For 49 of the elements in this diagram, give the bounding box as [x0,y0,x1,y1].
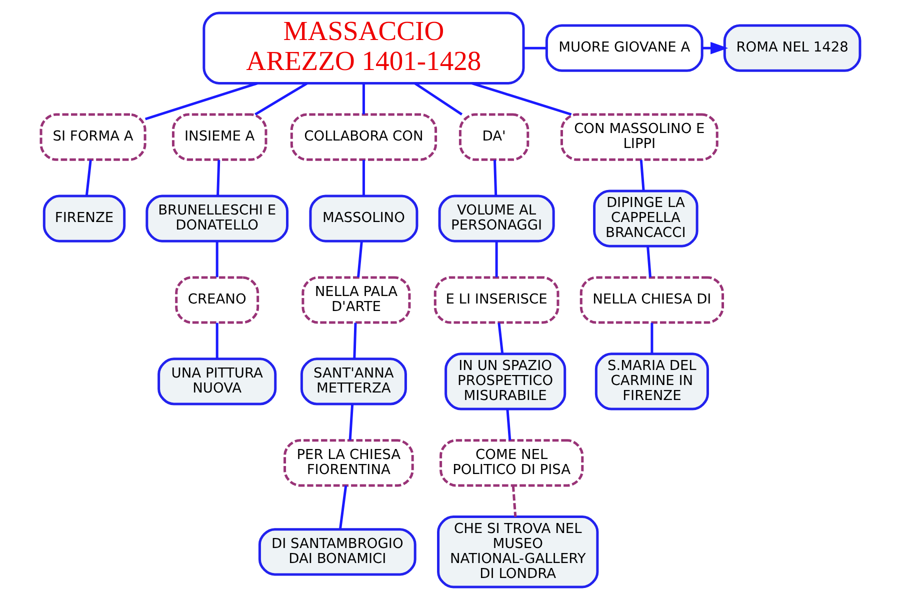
node-box: CON MASSOLINO E LIPPI [560,113,718,161]
node-box: DI SANTAMBROGIO DAI BONAMICI [258,528,416,576]
connector [494,241,498,278]
node-box: SANT'ANNA METTERZA [300,358,406,406]
connector [215,241,218,278]
connector [511,485,516,517]
node-box: COME NEL POLITICO DI PISA [439,439,584,487]
node-box: MASSOLINO [308,194,418,242]
node-box: PER LA CHIESA FIORENTINA [283,439,414,487]
connector [492,160,497,196]
arrow [702,42,728,54]
node-box: UNA PITTURA NUOVA [157,358,276,406]
connector [646,246,651,278]
connector [84,160,92,196]
node-box: NELLA PALA D'ARTE [301,276,410,324]
node-box: DA' [458,113,529,161]
connector [356,241,362,278]
node-box: VOLUME AL PERSONAGGI [438,194,554,242]
node-box: CREANO [174,276,259,324]
connector [362,160,364,196]
node-box: CHE SI TROVA NEL MUSEO NATIONAL-GALLERY DI LONDRA [436,516,598,588]
connector [362,84,364,114]
connector [650,322,653,354]
connector [639,160,644,191]
connector [506,409,511,440]
node-box: E LI INSERISCE [433,276,559,324]
connector [471,82,572,116]
node-box: INSIEME A [171,113,267,161]
connector [216,160,220,196]
node-box: MUORE GIOVANE A [544,24,703,72]
connector [338,485,347,530]
connector [352,322,356,359]
connector [497,322,504,354]
connector [254,82,308,116]
connector [215,322,218,359]
connector [348,404,354,440]
connector [144,82,258,120]
node-box: COLLABORA CON [290,113,437,161]
connector [414,82,462,116]
node-box: FIRENZE [42,194,126,242]
node-box: MASSACCIO AREZZO 1401-1428 [202,12,524,84]
node-box: BRUNELLESCHI E DONATELLO [145,194,288,242]
node-box: SI FORMA A [39,113,146,161]
node-box: ROMA NEL 1428 [722,24,861,72]
node-box: NELLA CHIESA DI [579,276,724,324]
node-box: IN UN SPAZIO PROSPETTICO MISURABILE [444,352,566,410]
node-box: DIPINGE LA CAPPELLA BRANCACCI [592,190,698,248]
connector [523,46,546,50]
node-box: S.MARIA DEL CARMINE IN FIRENZE [594,352,708,410]
